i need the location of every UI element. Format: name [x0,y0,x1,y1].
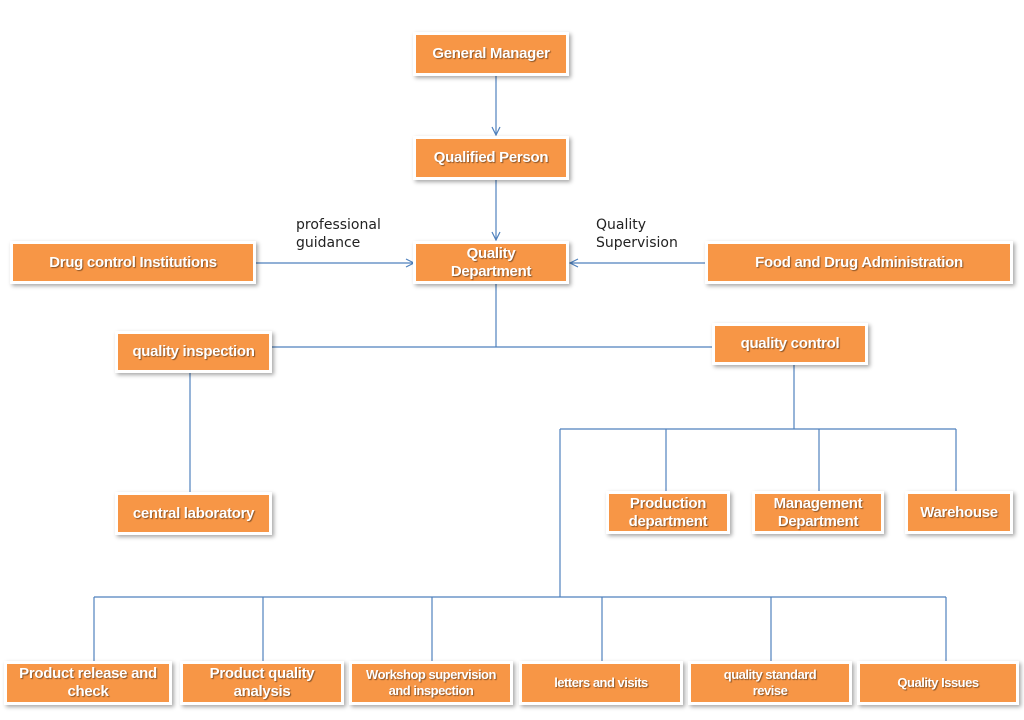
node-quality-issues: Quality Issues [857,661,1019,705]
node-general-manager: General Manager [413,32,569,76]
node-production-department: Production department [606,491,730,534]
node-quality-department: Quality Department [413,241,569,284]
node-quality-inspection: quality inspection [115,331,272,373]
node-warehouse: Warehouse [905,491,1013,534]
node-product-quality-analysis: Product quality analysis [180,661,344,705]
node-workshop-supervision: Workshop supervision and inspection [349,661,513,705]
node-central-laboratory: central laboratory [115,492,272,535]
node-quality-standard-revise: quality standard revise [688,661,852,705]
node-quality-control: quality control [712,323,868,365]
label-professional-guidance: professional guidance [296,217,381,251]
node-drug-control-institutions: Drug control Institutions [10,241,256,284]
node-management-department: Management Department [752,491,884,534]
node-letters-and-visits: letters and visits [519,661,683,705]
node-product-release-and-check: Product release and check [4,661,172,705]
node-food-and-drug-administration: Food and Drug Administration [705,241,1013,284]
node-qualified-person: Qualified Person [413,136,569,180]
label-quality-supervision: Quality Supervision [596,217,678,251]
